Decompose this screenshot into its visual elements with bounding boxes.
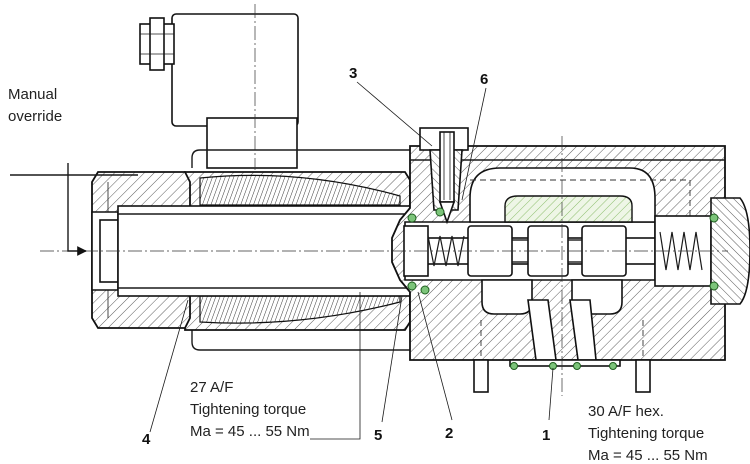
manual-override-label-line1: Manual [8,86,57,103]
mounting-studs [473,320,651,393]
o-ring-seals [407,207,719,370]
callout-1: 1 [542,427,550,444]
manual-override-indicator [10,163,138,256]
callout-4: 4 [142,431,151,448]
callout-6: 6 [480,71,488,88]
callout-5: 5 [374,427,382,444]
armature-tube [91,171,411,329]
callout-2: 2 [445,425,453,442]
left-spec-line1: 27 A/F [190,379,233,396]
callout-3: 3 [349,65,357,82]
right-spec-line2: Tightening torque [588,425,704,442]
solenoid-housing [184,149,411,351]
right-spec-line3: Ma = 45 ... 55 Nm [588,447,708,464]
connector-plug [139,4,299,170]
left-spec-line2: Tightening torque [190,401,306,418]
left-spec-line3: Ma = 45 ... 55 Nm [190,423,310,440]
right-spec-line1: 30 A/F hex. [588,403,664,420]
right-spring [654,197,750,305]
bleed-screw [419,127,469,225]
manual-override-label-line2: override [8,108,62,125]
leader-lines [149,81,554,440]
